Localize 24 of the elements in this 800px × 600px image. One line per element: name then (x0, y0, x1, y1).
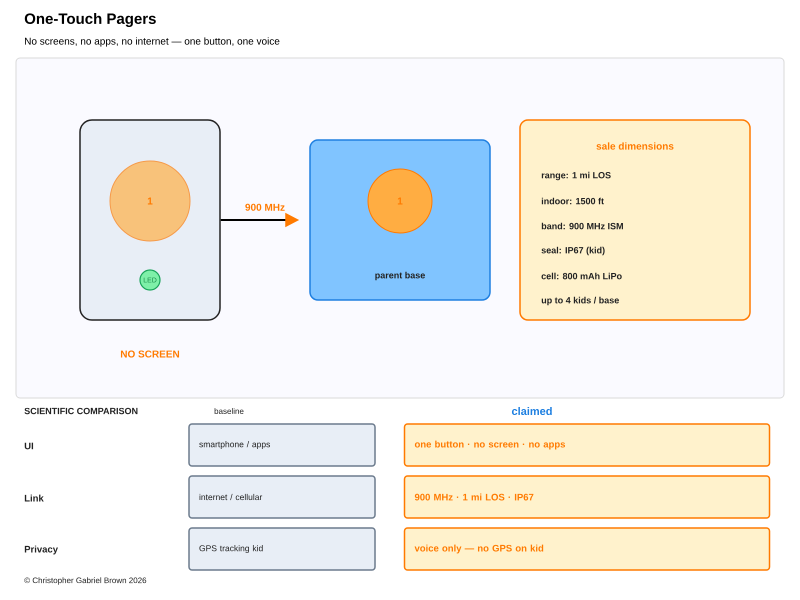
title: One-Touch Pagers (24, 12, 156, 28)
claimed-cell: voice only — no GPS on kid (404, 527, 770, 571)
device-caption: NO SCREEN (120, 350, 180, 358)
spec-line: seal: IP67 (kid) (542, 246, 605, 256)
section-heading: SCIENTIFIC COMPARISON (24, 408, 138, 414)
spec-heading: sale dimensions (596, 142, 674, 150)
column-heading: baseline (214, 408, 244, 414)
row-label: UI (24, 442, 34, 450)
base-caption: parent base (375, 272, 425, 280)
spec-line: cell: 800 mAh LiPo (542, 272, 622, 280)
spec-line: up to 4 kids / base (542, 296, 619, 306)
baseline-cell: internet / cellular (188, 475, 376, 519)
row-label: Privacy (24, 546, 58, 554)
copyright-note: © Christopher Gabriel Brown 2026 (24, 577, 146, 585)
claimed-cell: one button · no screen · no apps (404, 423, 770, 467)
spec-line: indoor: 1500 ft (542, 198, 604, 204)
subtitle: No screens, no apps, no internet — one button, one voice (25, 37, 280, 47)
row-label: Link (24, 494, 44, 502)
baseline-cell: smartphone / apps (188, 423, 376, 467)
spec-line: range: 1 mi LOS (542, 172, 611, 180)
baseline-cell: GPS tracking kid (188, 527, 376, 571)
spec-line: band: 900 MHz ISM (542, 222, 623, 230)
edge-label: 900 MHz (245, 204, 285, 211)
claimed-cell: 900 MHz · 1 mi LOS · IP67 (404, 475, 770, 519)
